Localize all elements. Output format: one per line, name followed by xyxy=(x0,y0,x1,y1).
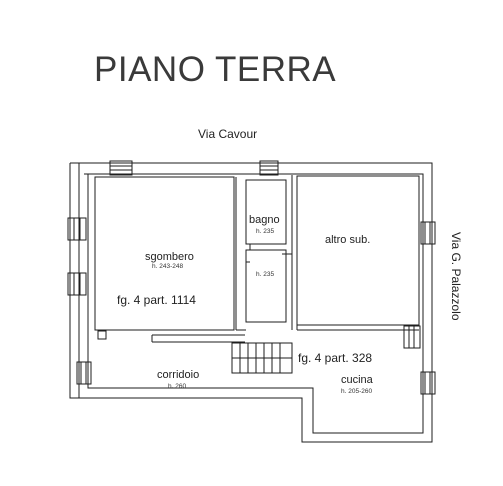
parcel-label-right: fg. 4 part. 328 xyxy=(298,351,373,365)
outer-wall-inner xyxy=(84,173,424,434)
window-left-1 xyxy=(67,217,87,241)
window-right-1 xyxy=(403,325,421,349)
room-sgombero xyxy=(94,176,235,331)
room-bagno xyxy=(245,179,287,245)
window-right-3 xyxy=(420,371,436,395)
room-height-bagno: h. 235 xyxy=(256,228,275,235)
room-name-corridoio: corridoio xyxy=(157,369,200,381)
room-name-altro: altro sub. xyxy=(325,234,371,246)
window-top-bagno xyxy=(259,160,279,176)
room-height-corridoio: h. 260 xyxy=(168,383,187,390)
room-height-sgombero: h. 243-248 xyxy=(152,263,184,270)
window-left-2 xyxy=(67,272,87,296)
street-label-right: Via G. Palazzolo xyxy=(449,232,463,321)
plan-title: PIANO TERRA xyxy=(94,50,337,89)
room-name-bagno: bagno xyxy=(249,214,280,226)
room-height-cucina: h. 205-260 xyxy=(341,388,373,395)
window-right-2 xyxy=(420,221,436,245)
staircase xyxy=(231,342,293,374)
parcel-label-left: fg. 4 part. 1114 xyxy=(117,293,196,307)
outer-wall-outer xyxy=(69,162,433,443)
room-name-cucina: cucina xyxy=(341,374,373,386)
street-label-top: Via Cavour xyxy=(198,127,258,141)
room-passage xyxy=(245,249,287,323)
room-height-passage: h. 235 xyxy=(256,271,275,278)
room-altro xyxy=(296,175,420,326)
window-top-left xyxy=(109,160,133,176)
room-name-sgombero: sgombero xyxy=(145,251,194,263)
window-left-3 xyxy=(76,361,92,385)
